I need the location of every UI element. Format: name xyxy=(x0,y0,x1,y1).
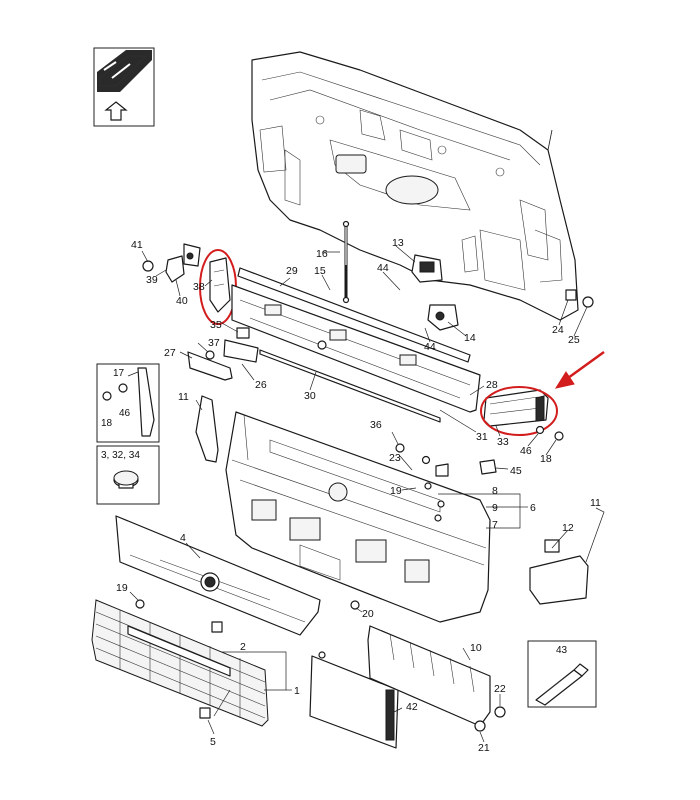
inset-43: 43 xyxy=(527,640,597,708)
callout-42: 42 xyxy=(406,701,418,713)
grille-trim xyxy=(115,515,321,636)
callout-7: 7 xyxy=(492,519,498,531)
callout-19a: 19 xyxy=(390,485,402,497)
callout-8: 8 xyxy=(492,485,498,497)
callout-28: 28 xyxy=(486,379,498,391)
inset-label-46: 46 xyxy=(119,408,131,419)
bolt-37 xyxy=(205,350,215,360)
callout-33: 33 xyxy=(497,436,509,448)
hinge-parts xyxy=(142,243,201,283)
clip-5 xyxy=(199,707,211,719)
callout-35: 35 xyxy=(210,319,222,331)
bolt-20 xyxy=(350,600,360,610)
callout-14: 14 xyxy=(464,332,476,344)
callout-41: 41 xyxy=(131,239,143,251)
inset-label-17: 17 xyxy=(113,368,125,379)
bracket-left xyxy=(199,249,237,325)
callout-38: 38 xyxy=(193,281,205,293)
callout-19b: 19 xyxy=(116,582,128,594)
brackets-mid xyxy=(395,443,497,522)
callout-44a: 44 xyxy=(377,262,389,274)
bolt-19b xyxy=(135,599,145,609)
callout-13: 13 xyxy=(392,237,404,249)
inset-label-3: 3, 32, 34 xyxy=(101,450,140,461)
callout-37: 37 xyxy=(208,337,220,349)
support-frame xyxy=(367,625,506,732)
clip-grille xyxy=(211,621,223,633)
callout-25: 25 xyxy=(568,334,580,346)
callout-2: 2 xyxy=(240,641,246,653)
callouts: 41 39 40 38 35 16 15 29 13 44 44 14 24 2… xyxy=(116,237,601,754)
callout-20: 20 xyxy=(362,608,374,620)
callout-46b: 46 xyxy=(520,445,532,457)
callout-27: 27 xyxy=(164,347,176,359)
up-arrow-icon xyxy=(104,101,128,121)
callout-4: 4 xyxy=(180,532,186,544)
inset-3: 3, 32, 34 xyxy=(96,445,160,505)
callout-16: 16 xyxy=(316,248,328,260)
callout-10: 10 xyxy=(470,642,482,654)
callout-26: 26 xyxy=(255,379,267,391)
callout-12: 12 xyxy=(562,522,574,534)
callout-29: 29 xyxy=(286,265,298,277)
front-panel-body xyxy=(225,411,491,623)
callout-6: 6 xyxy=(530,502,536,514)
inset-label-18: 18 xyxy=(101,418,113,429)
callout-22: 22 xyxy=(494,683,506,695)
grommet-icon xyxy=(113,470,139,489)
callout-11a: 11 xyxy=(178,391,189,403)
grab-handle xyxy=(187,327,259,381)
corner-panel-right xyxy=(480,386,558,436)
highlight-ring-right xyxy=(480,386,558,436)
orientation-inset xyxy=(93,47,155,127)
callout-5: 5 xyxy=(210,736,216,748)
callout-15: 15 xyxy=(314,265,326,277)
grille xyxy=(91,599,269,727)
gas-strut xyxy=(342,220,350,304)
filter-panel xyxy=(309,651,399,749)
bolt-18 xyxy=(554,431,564,441)
callout-24: 24 xyxy=(552,324,564,336)
callout-45: 45 xyxy=(510,465,522,477)
leader-lines xyxy=(129,245,605,743)
bolt-22 xyxy=(494,706,506,718)
cab-frame xyxy=(251,51,579,321)
callout-9: 9 xyxy=(492,502,498,514)
callout-1: 1 xyxy=(294,685,300,697)
inset-label-43: 43 xyxy=(556,645,568,656)
callout-30: 30 xyxy=(304,390,316,402)
side-cover-left xyxy=(195,395,219,463)
callout-44b: 44 xyxy=(424,341,436,353)
callout-23: 23 xyxy=(389,452,401,464)
corner-cover-right xyxy=(529,539,589,605)
callout-21: 21 xyxy=(478,742,490,754)
bolt-21 xyxy=(474,720,486,732)
trim-strip xyxy=(237,267,471,363)
callout-18b: 18 xyxy=(540,453,552,465)
callout-40: 40 xyxy=(176,295,188,307)
bolt-46 xyxy=(535,425,545,435)
adhesive-tube-icon xyxy=(535,663,589,706)
cross-member xyxy=(231,284,481,423)
callout-31: 31 xyxy=(476,431,488,443)
callout-11b: 11 xyxy=(590,497,601,509)
callout-36: 36 xyxy=(370,419,382,431)
hood-lock xyxy=(411,254,443,283)
bolts-right xyxy=(565,289,594,308)
inset-17: 17 46 18 xyxy=(96,363,160,443)
callout-39: 39 xyxy=(146,274,158,286)
red-arrow-icon xyxy=(554,350,605,389)
